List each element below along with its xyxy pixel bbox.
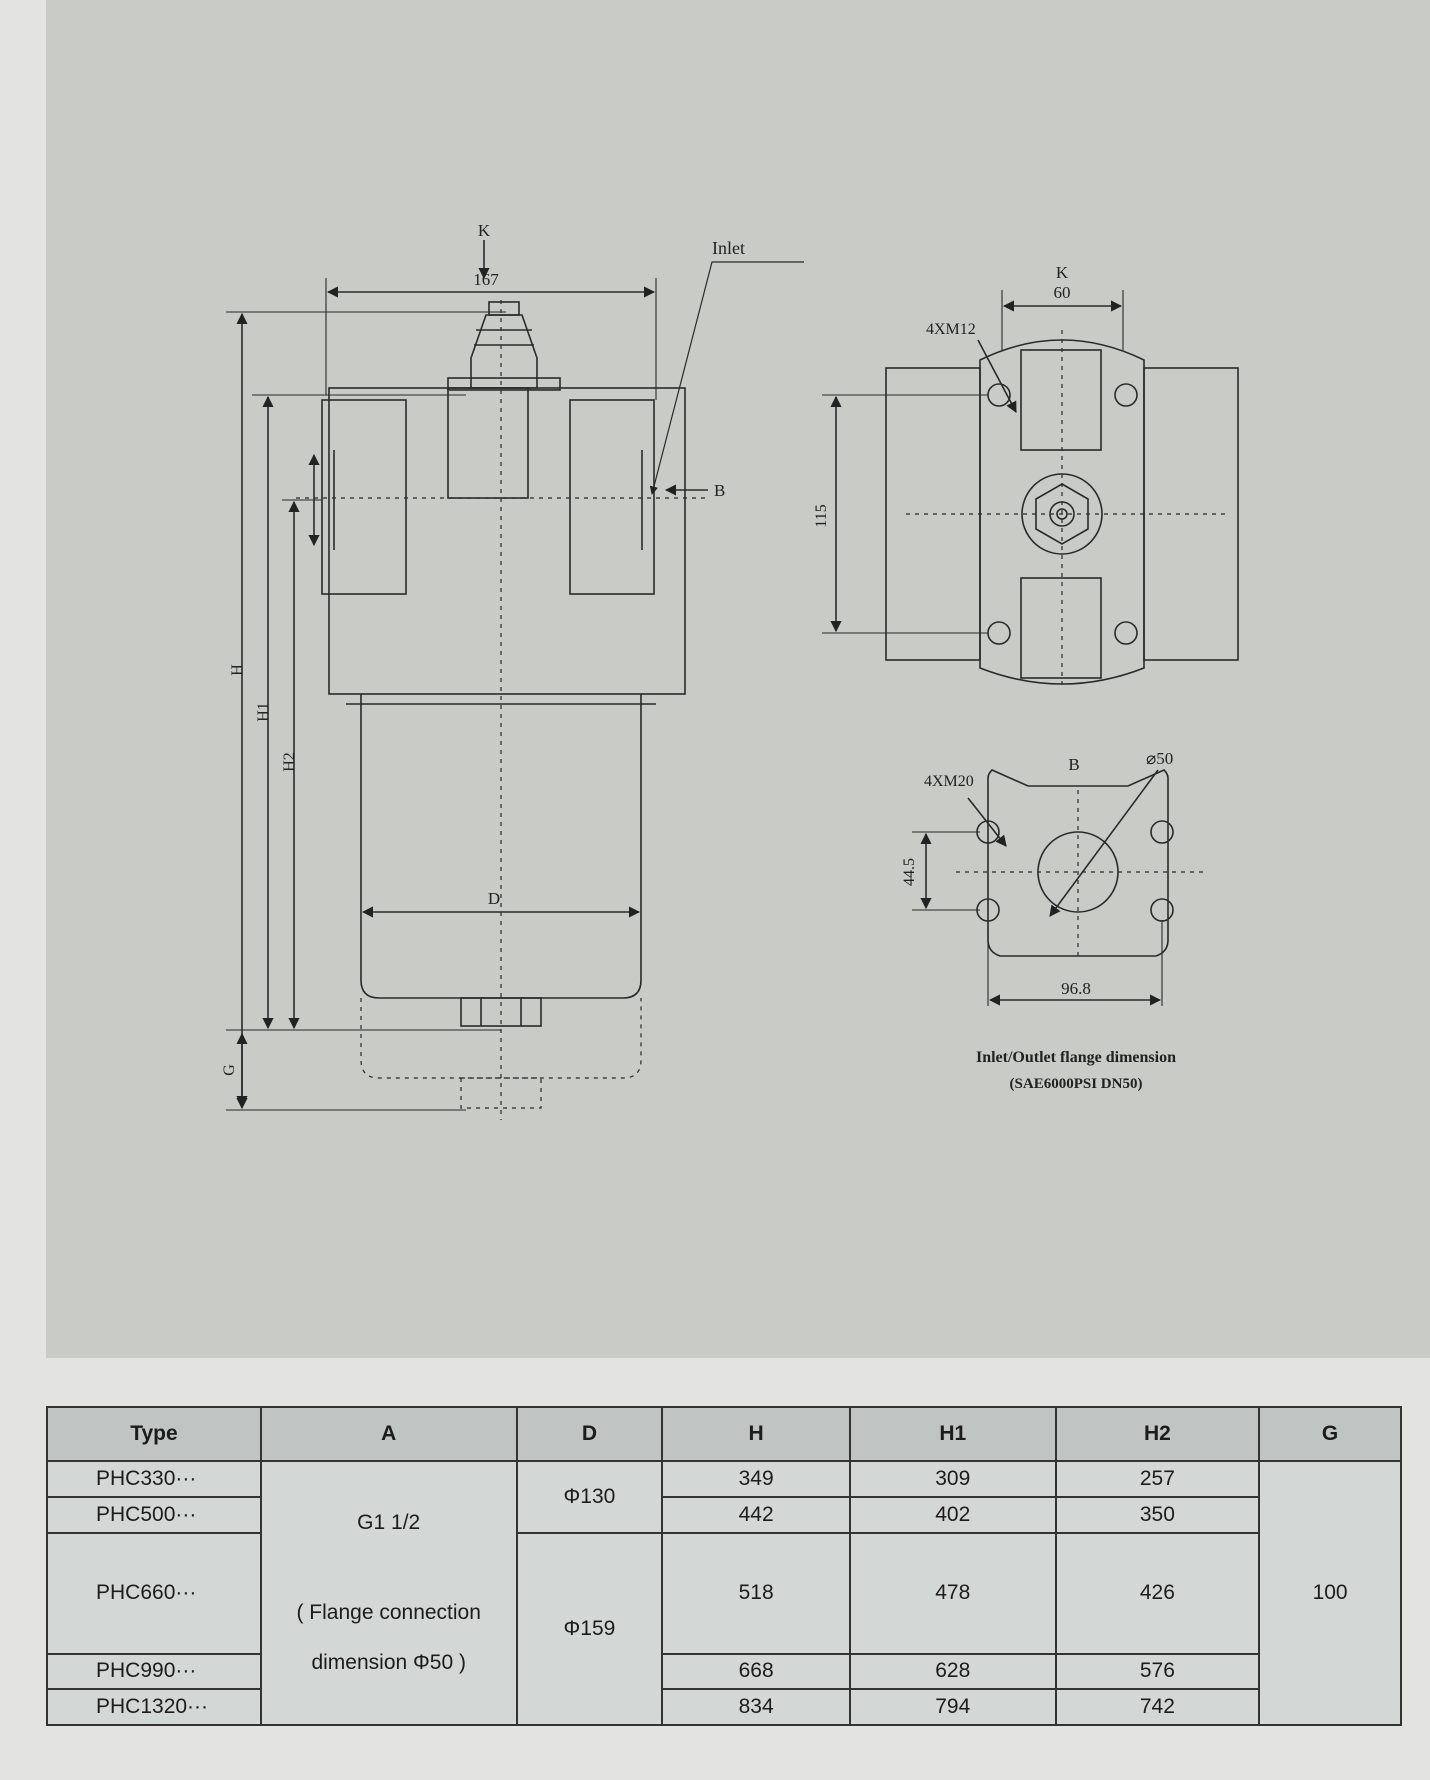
flange-b-label: B [1068, 755, 1079, 774]
top-height-label: 115 [813, 504, 830, 527]
flange-plate-shape [987, 769, 1169, 957]
type-cell: PHC330··· [46, 1460, 262, 1498]
h-cell: 834 [661, 1688, 851, 1726]
a-line2: ( Flange connection [296, 1601, 481, 1624]
dim-h1-label: H1 [255, 702, 272, 722]
table-row: PHC330··· G1 1/2 ( Flange connection dim… [46, 1460, 1402, 1726]
h2-cell: 257 [1054, 1460, 1261, 1498]
spec-table: Type A D H H1 H2 G PHC330··· G1 1/2 ( Fl… [46, 1406, 1402, 1726]
h1-cell: 478 [848, 1531, 1057, 1655]
header-type: Type [46, 1406, 262, 1462]
top-k-label: K [1056, 263, 1069, 282]
top-plug-shape [470, 314, 538, 389]
drawing-svg: K 167 Inlet B H H1 H2 D G [221, 221, 1239, 1120]
side-k-label: K [478, 221, 491, 240]
h1-cell: 402 [848, 1495, 1057, 1534]
h-cell: 349 [661, 1460, 851, 1498]
left-port-shape [321, 399, 407, 595]
side-width-label: 167 [473, 270, 499, 289]
top-body-shape [979, 339, 1145, 685]
h2-cell: 350 [1054, 1495, 1261, 1534]
flange-bore-label: ⌀50 [1146, 749, 1173, 768]
h1-cell: 794 [848, 1688, 1057, 1726]
top-bolt-label: 4XM12 [926, 321, 976, 338]
flange-caption-line2: (SAE6000PSI DN50) [1010, 1076, 1143, 1092]
header-h: H [661, 1406, 851, 1462]
dim-d-label: D [488, 889, 500, 908]
table-row: PHC660··· Φ159 518 478 426 [46, 1531, 1401, 1726]
type-cell: PHC990··· [46, 1652, 262, 1691]
h1-cell: 309 [848, 1460, 1057, 1498]
h-cell: 518 [661, 1531, 851, 1655]
type-cell: PHC1320··· [46, 1688, 262, 1726]
dim-h-label: H [229, 664, 246, 676]
flange-bolt-label: 4XM20 [924, 773, 974, 790]
h1-cell: 628 [848, 1652, 1057, 1691]
g-cell: 100 [1258, 1460, 1402, 1726]
d-cell: Φ159 [515, 1531, 664, 1726]
a-line1: G1 1/2 [357, 1511, 421, 1534]
header-a: A [259, 1406, 518, 1462]
right-port-shape [569, 399, 655, 595]
dim-h2-label: H2 [281, 752, 298, 772]
a-line3: dimension Φ50 ) [311, 1651, 466, 1674]
h-cell: 442 [661, 1495, 851, 1534]
top-view [822, 290, 1239, 690]
dim-g-label: G [221, 1064, 238, 1076]
h2-cell: 576 [1054, 1652, 1261, 1691]
table-header-row: Type A D H H1 H2 G [46, 1406, 1402, 1462]
header-g: G [1258, 1406, 1402, 1462]
h2-cell: 426 [1054, 1531, 1261, 1655]
top-width-label: 60 [1054, 283, 1071, 302]
drain-nut-shape [460, 997, 542, 1027]
d-cell: Φ130 [515, 1460, 664, 1534]
h2-cell: 742 [1054, 1688, 1261, 1726]
header-h1: H1 [848, 1406, 1057, 1462]
table-row: PHC1320··· 834 794 742 [46, 1688, 1401, 1726]
type-cell: PHC500··· [46, 1495, 262, 1534]
a-cell: G1 1/2 ( Flange connection dimension Φ50… [259, 1460, 518, 1726]
flange-height-label: 44.5 [901, 858, 918, 886]
type-cell: PHC660··· [46, 1531, 262, 1655]
table-row: PHC990··· 668 628 576 [46, 1652, 1401, 1691]
flange-width-label: 96.8 [1061, 979, 1091, 998]
header-d: D [515, 1406, 664, 1462]
header-h2: H2 [1054, 1406, 1261, 1462]
h-cell: 668 [661, 1652, 851, 1691]
flange-caption-line1: Inlet/Outlet flange dimension [976, 1049, 1176, 1066]
filter-head-shape [328, 387, 686, 695]
technical-drawing: K 167 Inlet B H H1 H2 D G [46, 0, 1430, 1358]
side-b-label: B [714, 481, 725, 500]
flange-view [912, 769, 1206, 1006]
filter-bowl-shape [360, 694, 642, 999]
table-row: PHC500··· 442 402 350 [46, 1495, 1401, 1534]
side-view [226, 240, 804, 1120]
inlet-label: Inlet [712, 238, 745, 258]
